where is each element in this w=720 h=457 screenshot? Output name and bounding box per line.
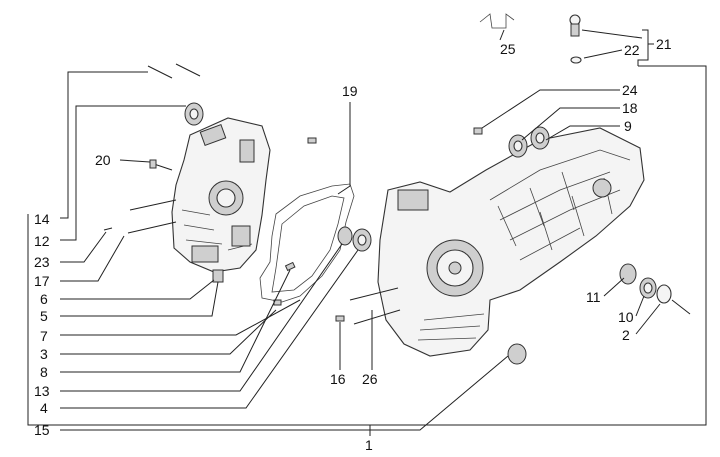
callout-26: 26 bbox=[362, 371, 378, 387]
seals-center bbox=[337, 226, 372, 252]
callout-22: 22 bbox=[624, 42, 640, 58]
callout-11: 11 bbox=[586, 289, 601, 305]
callout-labels: 14 12 23 17 6 5 7 3 8 13 4 15 20 19 16 2… bbox=[34, 36, 672, 453]
oil-seal-left bbox=[184, 102, 204, 126]
callout-4: 4 bbox=[40, 400, 48, 416]
callout-20: 20 bbox=[95, 152, 111, 168]
callout-24: 24 bbox=[622, 82, 638, 98]
stud-bolts-top bbox=[147, 63, 201, 79]
callout-19: 19 bbox=[342, 83, 358, 99]
callout-5: 5 bbox=[40, 308, 48, 324]
callout-23: 23 bbox=[34, 254, 50, 270]
callout-18: 18 bbox=[622, 100, 638, 116]
leader-lines bbox=[27, 29, 707, 436]
callout-13: 13 bbox=[34, 383, 50, 399]
crankcase-gasket bbox=[259, 183, 355, 303]
left-crankcase-half bbox=[171, 117, 271, 273]
right-crankcase-half bbox=[377, 127, 645, 357]
callout-10: 10 bbox=[618, 309, 634, 325]
plug-5 bbox=[212, 269, 224, 283]
callout-14: 14 bbox=[34, 211, 50, 227]
studs-right bbox=[349, 287, 401, 325]
callout-21: 21 bbox=[656, 36, 672, 52]
callout-25: 25 bbox=[500, 41, 516, 57]
callout-16: 16 bbox=[330, 371, 346, 387]
callout-6: 6 bbox=[40, 291, 48, 307]
callout-1: 1 bbox=[365, 437, 373, 453]
callout-9: 9 bbox=[624, 118, 632, 134]
callout-15: 15 bbox=[34, 422, 50, 438]
callout-3: 3 bbox=[40, 346, 48, 362]
callout-7: 7 bbox=[40, 328, 48, 344]
callout-12: 12 bbox=[34, 233, 50, 249]
bearings-right bbox=[507, 126, 672, 365]
screw-20 bbox=[149, 159, 173, 171]
callout-2: 2 bbox=[622, 327, 630, 343]
breather-valve-22 bbox=[569, 14, 582, 64]
bracket-25 bbox=[479, 13, 515, 29]
side-studs bbox=[103, 199, 177, 234]
callout-17: 17 bbox=[34, 273, 50, 289]
callout-8: 8 bbox=[40, 364, 48, 380]
